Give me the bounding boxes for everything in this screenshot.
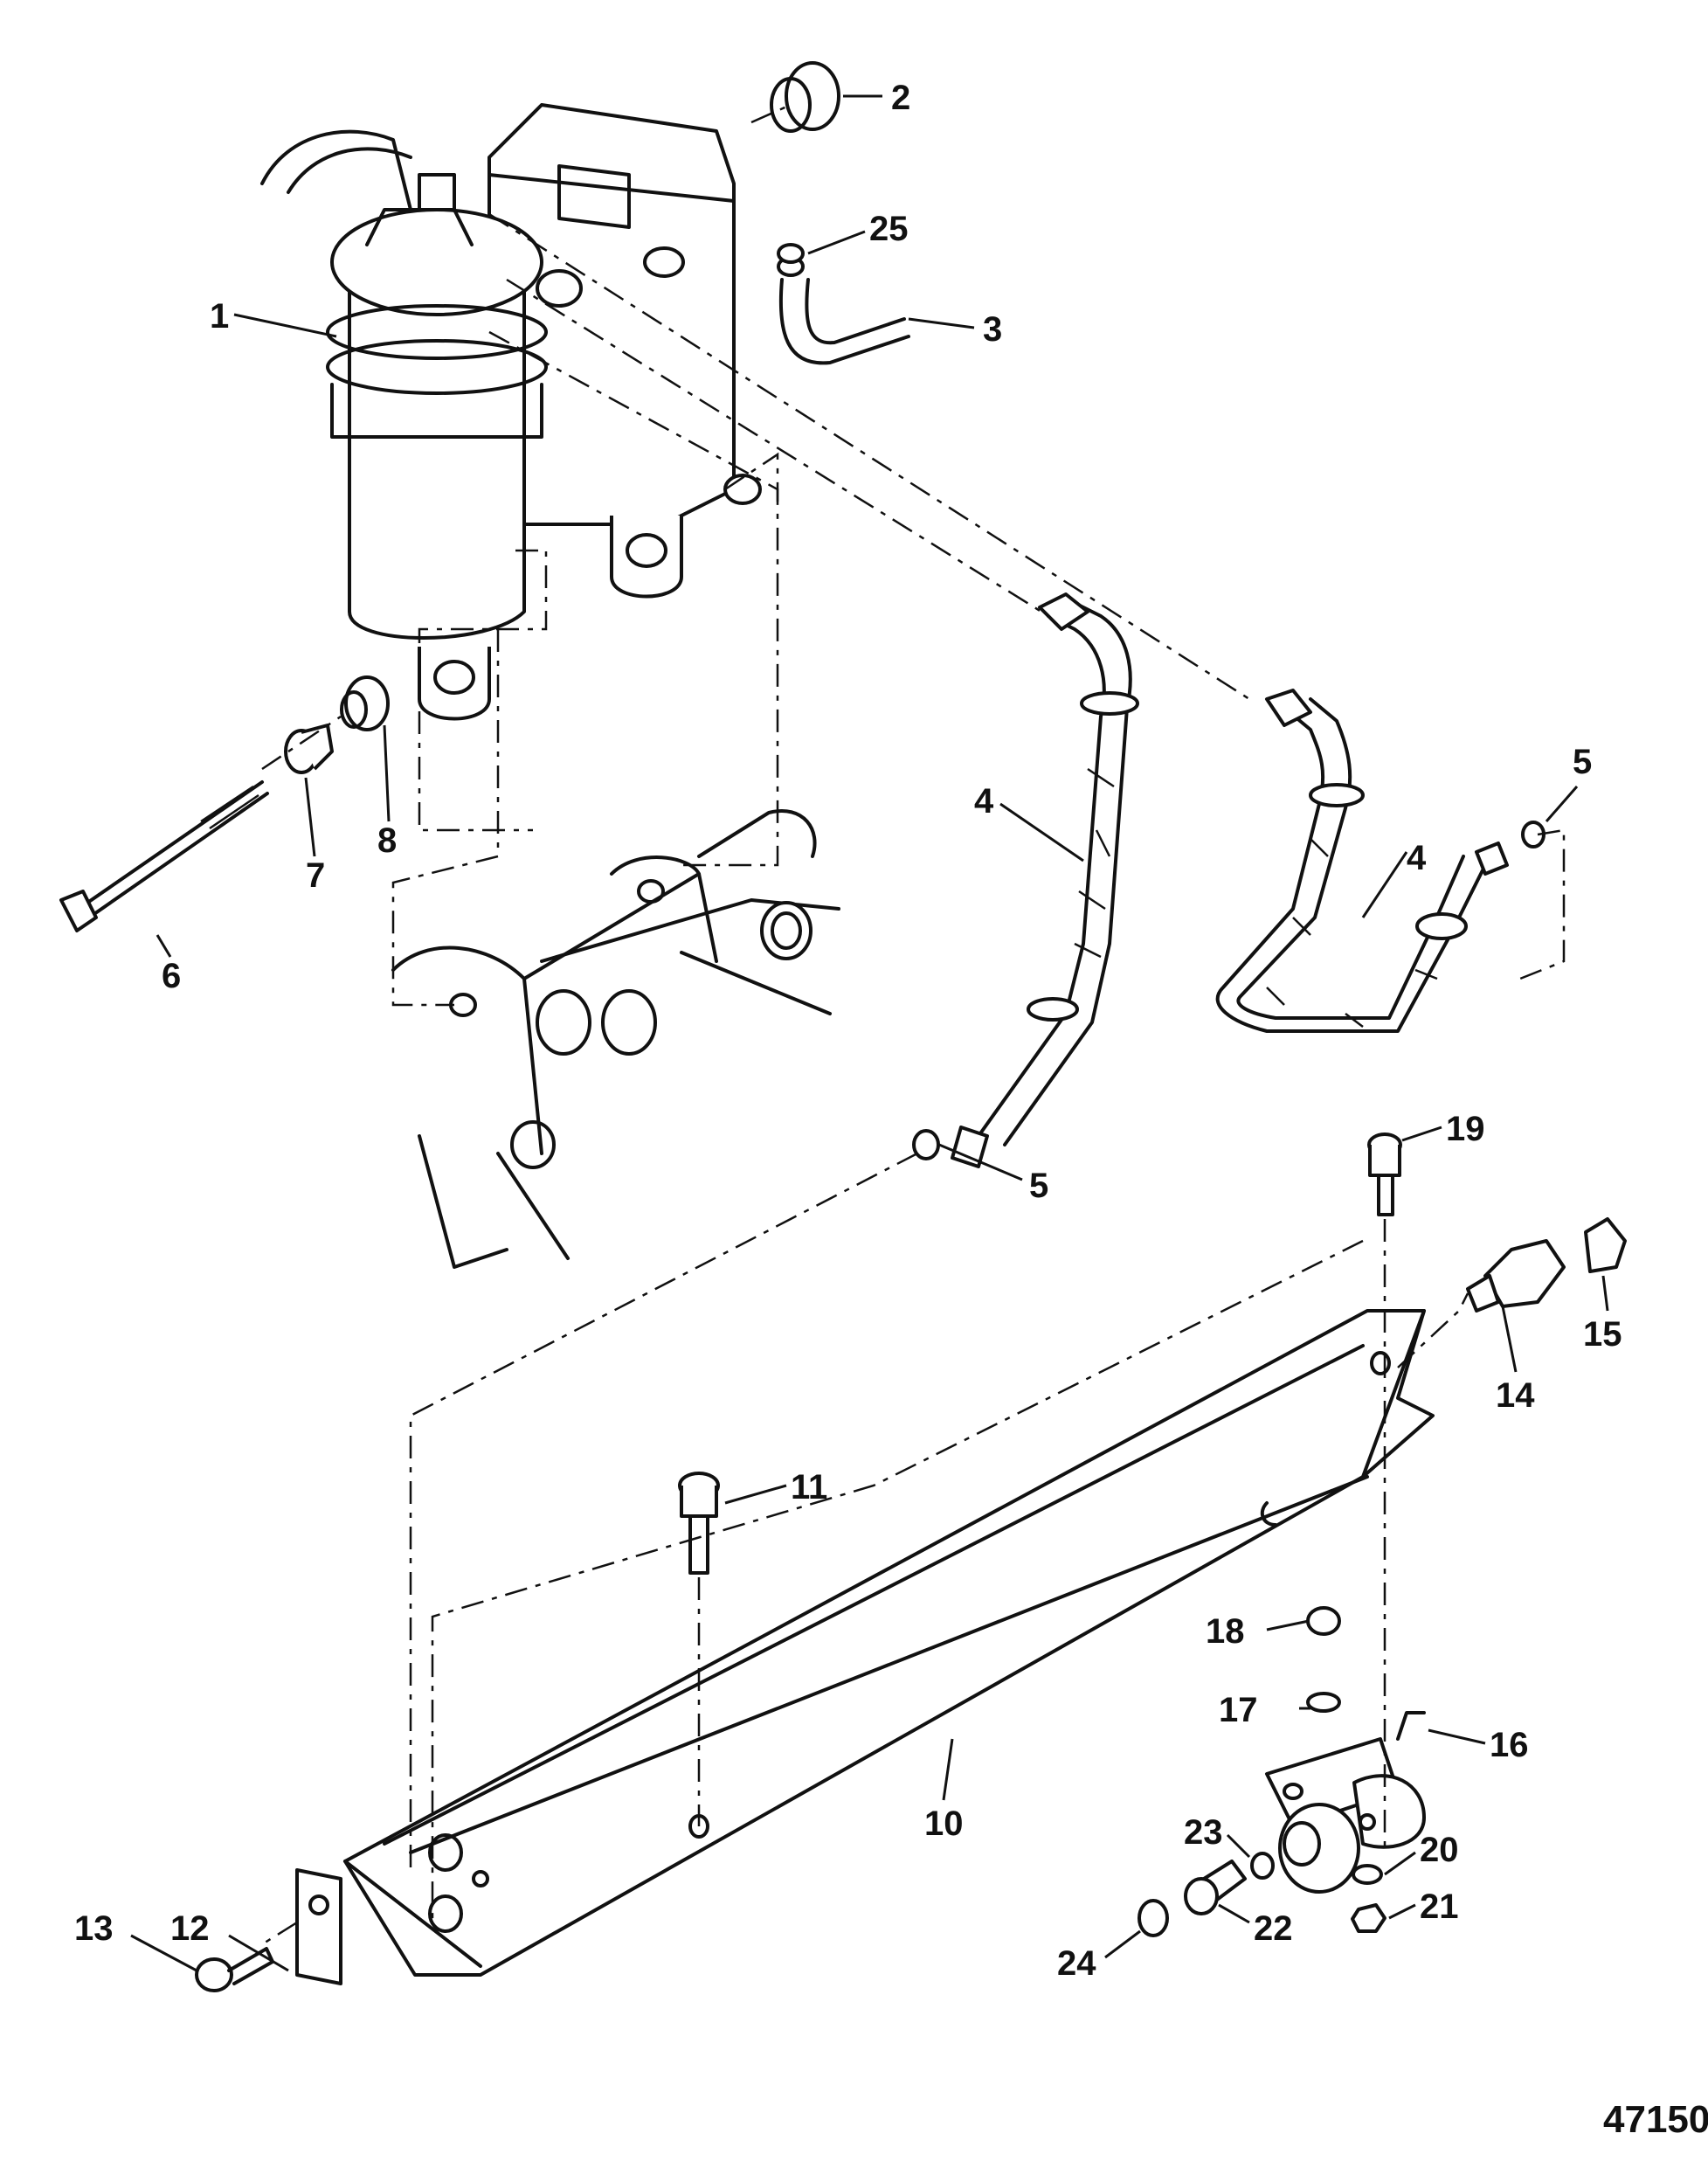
callout-4a: 4 (974, 782, 994, 821)
callout-12: 12 (170, 1909, 210, 1948)
callout-22: 22 (1254, 1909, 1293, 1948)
callout-13: 13 (74, 1909, 114, 1948)
callout-10: 10 (924, 1804, 964, 1843)
leader-lines (130, 94, 1609, 1972)
figure-number: 47150 (1603, 2098, 1708, 2141)
screw-19 (1367, 1132, 1402, 1216)
assembly-centerlines (261, 103, 1566, 1946)
callout-11: 11 (791, 1468, 827, 1507)
callout-4b: 4 (1407, 839, 1427, 877)
o-ring-23 (1250, 1852, 1275, 1880)
callout-17: 17 (1219, 1691, 1258, 1729)
callout-16: 16 (1490, 1726, 1529, 1764)
callout-1: 1 (210, 297, 229, 336)
plug-18 (1306, 1606, 1341, 1636)
callout-7: 7 (306, 856, 325, 895)
fuel-rail (343, 1309, 1435, 1977)
callout-24: 24 (1057, 1944, 1096, 1983)
fuel-filter-assembly (260, 103, 762, 721)
grommet-top (770, 61, 840, 133)
pressure-sender (1466, 1239, 1566, 1313)
o-ring-left (912, 1129, 940, 1160)
callout-20: 20 (1420, 1831, 1459, 1869)
callout-25: 25 (869, 210, 909, 248)
callout-8: 8 (377, 821, 397, 860)
o-ring-17 (1306, 1692, 1341, 1713)
callout-23: 23 (1184, 1813, 1223, 1852)
washer (284, 724, 334, 774)
callout-21: 21 (1420, 1887, 1459, 1926)
callout-labels: 1 2 3 4 4 5 5 6 7 8 10 11 12 13 14 15 16… (74, 79, 1622, 1983)
vent-hose (778, 278, 910, 365)
callout-6: 6 (162, 957, 181, 995)
callout-5a: 5 (1029, 1167, 1048, 1205)
callout-19: 19 (1446, 1110, 1485, 1148)
mounting-bracket (391, 809, 840, 1269)
hose-clamp (777, 243, 805, 277)
o-ring-24 (1138, 1899, 1169, 1937)
screw-11 (678, 1472, 720, 1575)
fitting (1584, 1217, 1627, 1273)
callout-2: 2 (891, 79, 910, 117)
callout-5b: 5 (1573, 743, 1592, 781)
fuel-line-left (951, 592, 1139, 1168)
retaining-clip (295, 1868, 342, 1985)
fitting-22 (1184, 1860, 1247, 1915)
callout-14: 14 (1496, 1376, 1535, 1415)
fuel-line-right (1215, 689, 1509, 1033)
pressure-regulator (1265, 1711, 1426, 1894)
grommet (340, 675, 390, 731)
callout-15: 15 (1583, 1315, 1622, 1354)
callout-3: 3 (983, 310, 1002, 349)
nut-21 (1351, 1903, 1386, 1933)
screw-13 (195, 1947, 274, 1992)
mounting-bolt (59, 780, 269, 932)
washer-20 (1352, 1864, 1383, 1885)
callout-18: 18 (1206, 1612, 1245, 1651)
